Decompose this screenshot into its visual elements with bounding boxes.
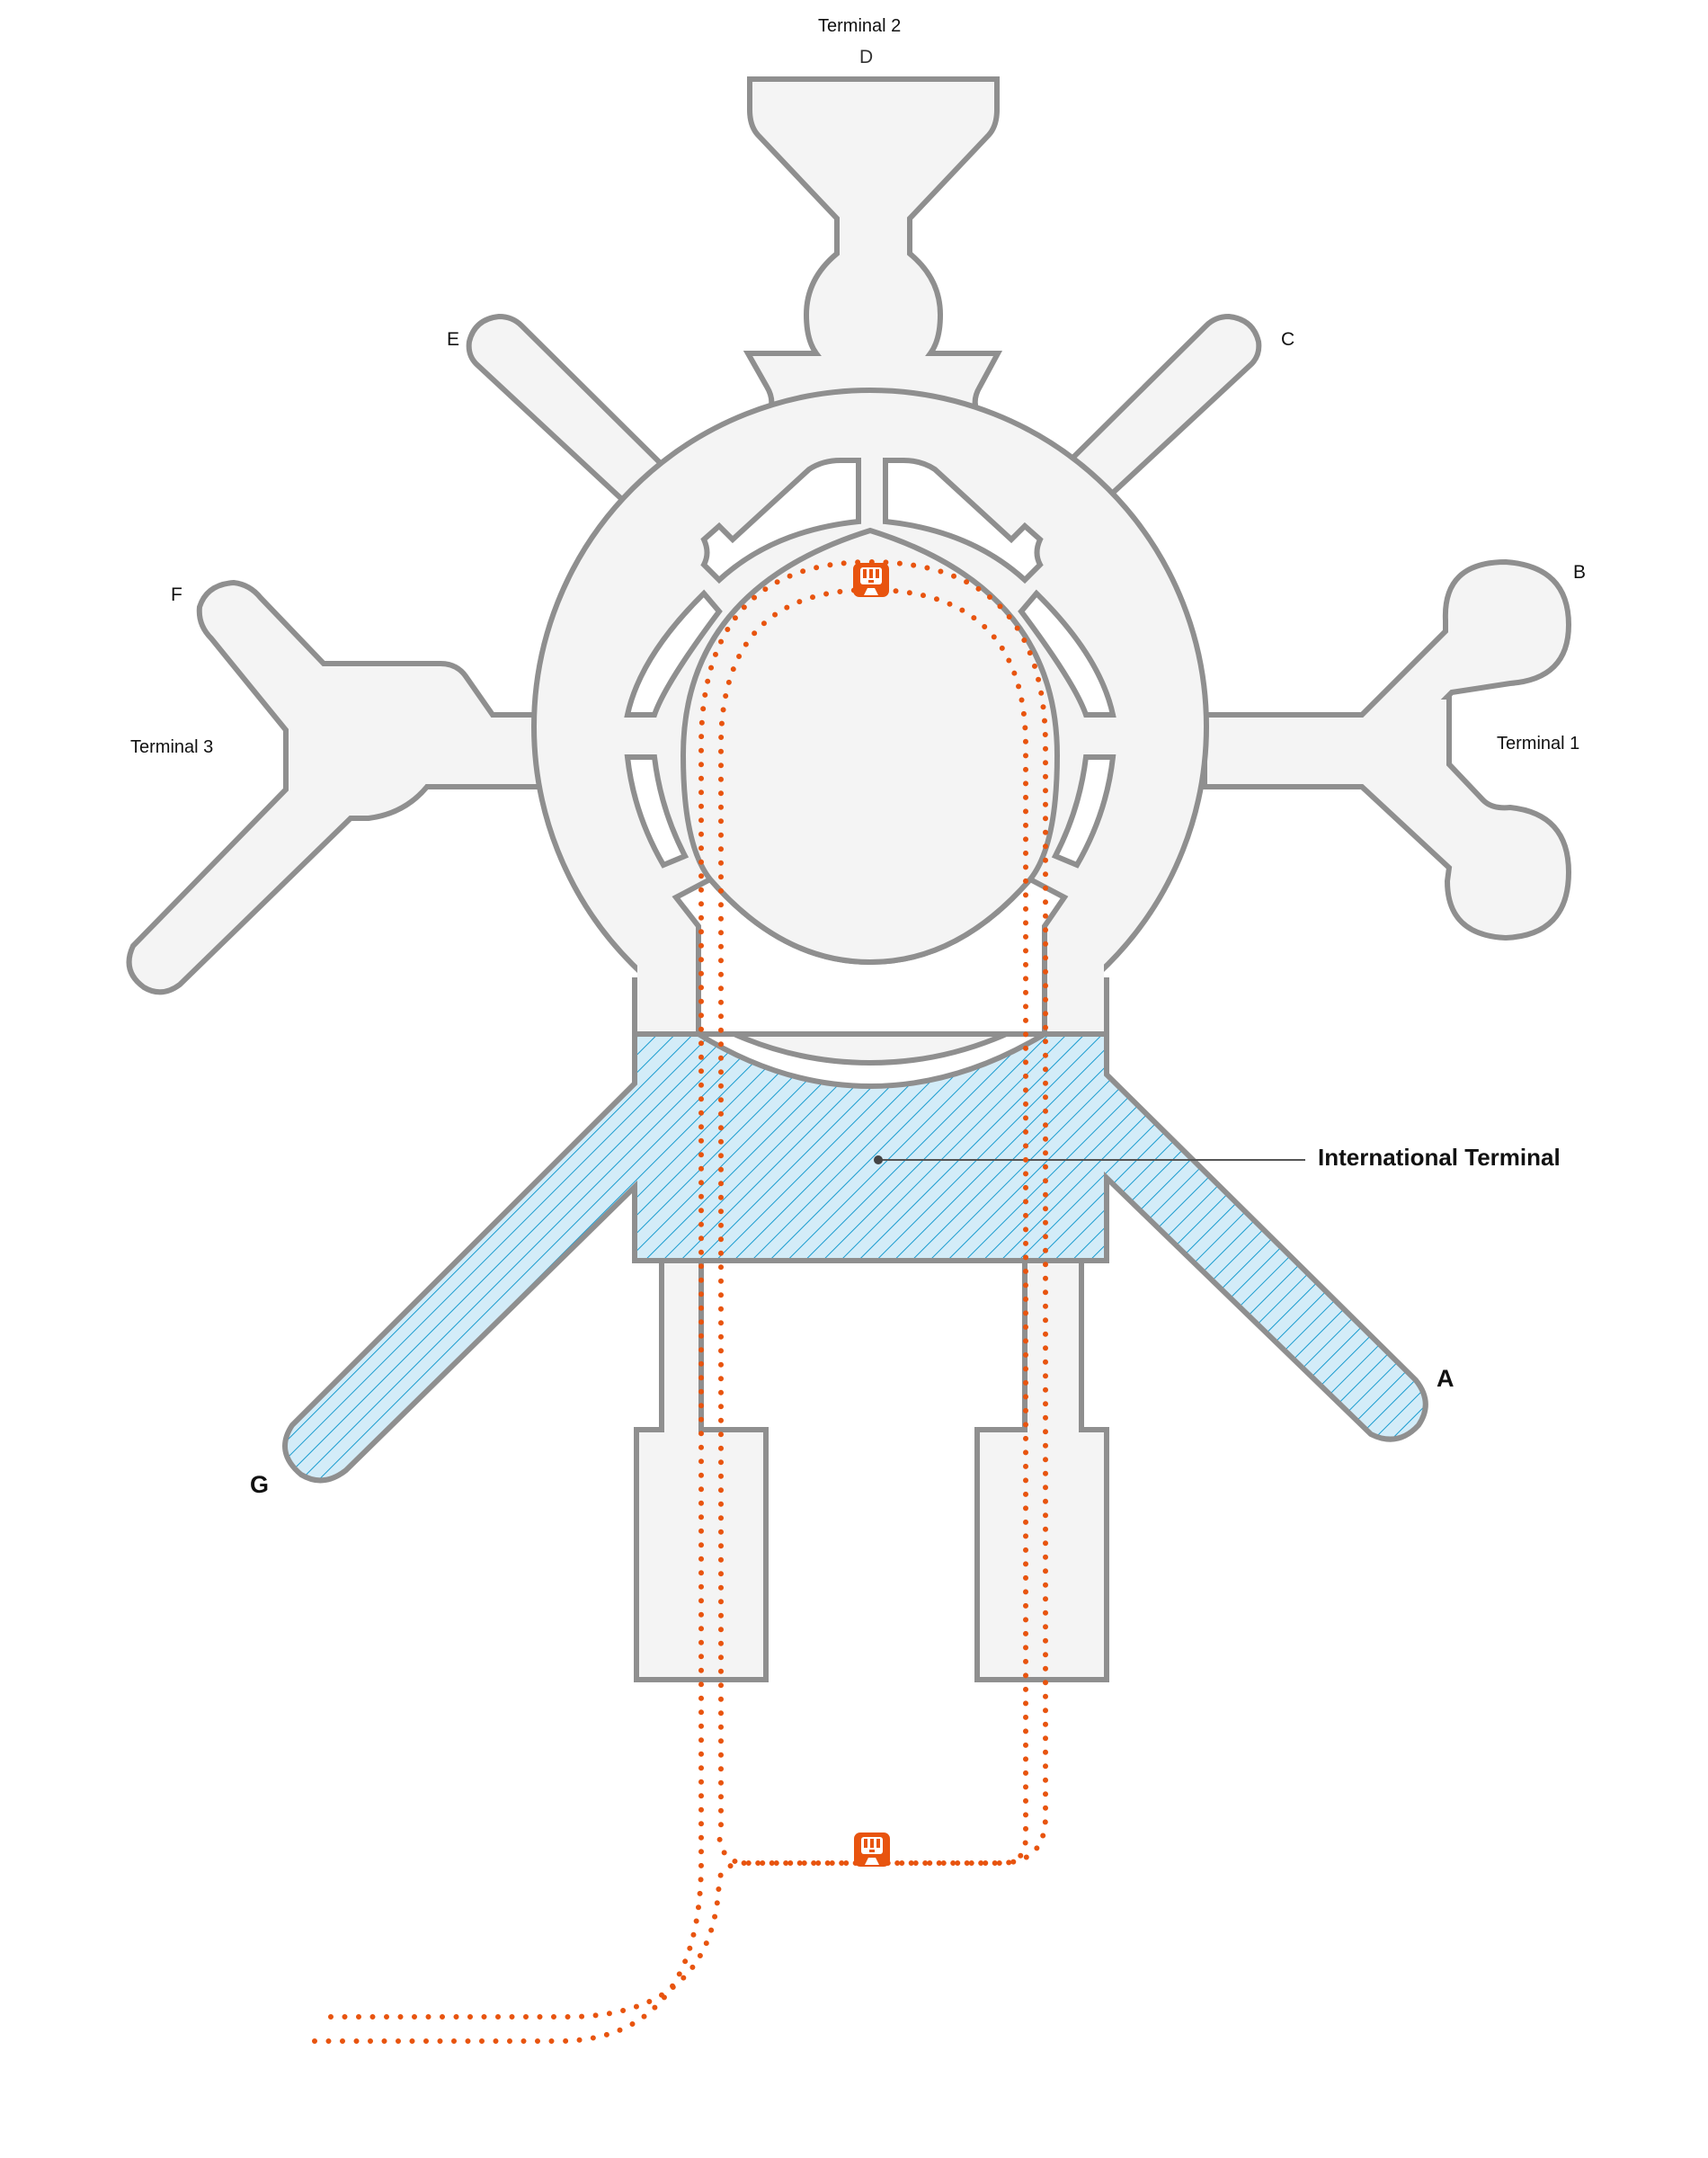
terminal-3-label: Terminal 3 bbox=[130, 737, 214, 757]
concourse-b-label: B bbox=[1573, 562, 1587, 583]
international-terminal[interactable] bbox=[282, 1031, 1428, 1484]
international-leader-dot bbox=[874, 1155, 883, 1164]
concourse-c-label: C bbox=[1281, 329, 1295, 350]
concourse-g-label: G bbox=[250, 1471, 270, 1498]
terminal-1-label: Terminal 1 bbox=[1497, 734, 1580, 754]
ring-window-left-lower bbox=[624, 754, 689, 869]
train-station-top[interactable] bbox=[853, 563, 889, 597]
concourse-e-label: E bbox=[447, 329, 460, 350]
train-track-outer bbox=[312, 558, 1048, 2044]
parking-garage-right[interactable] bbox=[974, 1256, 1109, 1682]
concourse-a-label: A bbox=[1437, 1365, 1454, 1392]
terminal-2-label: Terminal 2 bbox=[818, 16, 902, 36]
international-terminal-label: International Terminal bbox=[1318, 1144, 1561, 1171]
train-station-bottom[interactable] bbox=[854, 1833, 890, 1867]
concourse-f-label: F bbox=[171, 584, 182, 605]
concourse-f[interactable] bbox=[126, 579, 542, 995]
parking-garage-left[interactable] bbox=[634, 1256, 769, 1682]
inner-disk[interactable] bbox=[680, 527, 1061, 966]
ring-window-right-lower bbox=[1051, 754, 1116, 869]
terminal-1-building[interactable] bbox=[1202, 558, 1572, 941]
ring-window-right-upper bbox=[1018, 589, 1116, 718]
ring-window-left-upper bbox=[624, 589, 723, 718]
concourse-d-label: D bbox=[859, 47, 874, 67]
train-track-left-branch bbox=[328, 586, 1028, 2020]
ring-window-top-right bbox=[883, 458, 1044, 584]
ring-window-top-left bbox=[700, 458, 861, 584]
